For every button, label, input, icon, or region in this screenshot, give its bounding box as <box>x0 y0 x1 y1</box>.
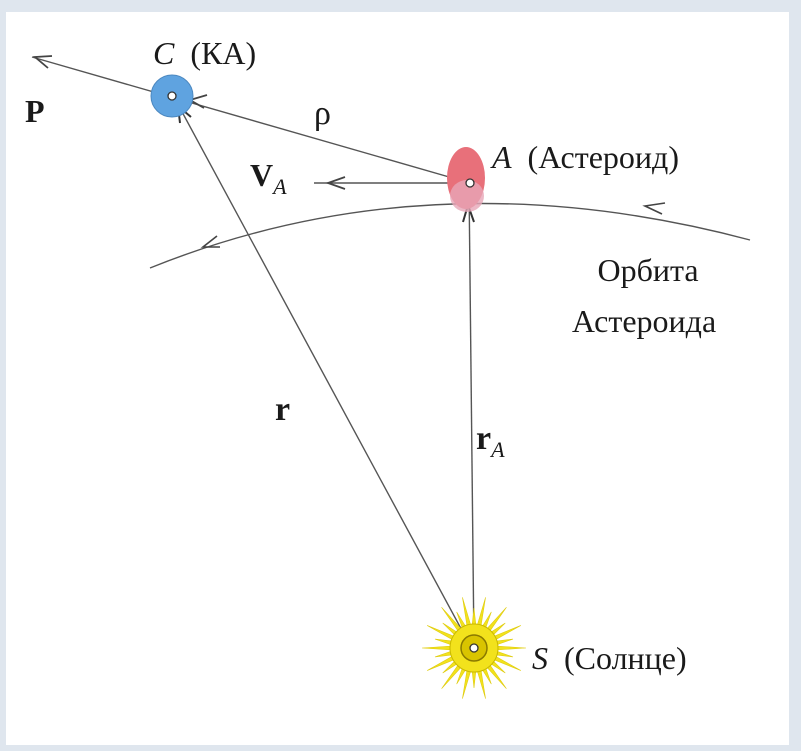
orbit-arrow-left <box>200 235 220 248</box>
sun-center <box>469 643 479 653</box>
r-label: r <box>275 391 290 428</box>
p-direction-line <box>31 56 471 184</box>
sun-ray <box>476 597 486 628</box>
p-arrowhead <box>32 55 53 69</box>
spacecraft-center <box>167 91 177 101</box>
sun-ray <box>462 597 472 628</box>
asteroid-shade <box>450 180 484 212</box>
velocity-arrowhead <box>325 176 346 190</box>
sun-ray <box>427 655 456 671</box>
orbit-arrow-right <box>642 202 666 215</box>
sun-ray <box>476 668 486 699</box>
sun-ray <box>485 607 507 633</box>
r-vector <box>173 96 473 650</box>
sun-ray <box>427 625 456 641</box>
diagram-panel <box>6 12 789 745</box>
asteroid-orbit <box>149 202 751 269</box>
orbit-label-line2: Астероида <box>572 303 716 339</box>
r-asteroid-label: rA <box>476 420 505 462</box>
sun-ray <box>471 669 477 689</box>
sun-ray <box>495 645 527 651</box>
r-asteroid-vector <box>468 183 475 650</box>
sun-ray <box>485 663 507 689</box>
velocity-label: VA <box>250 157 287 199</box>
sun-label: S (Солнце) <box>532 640 687 676</box>
asteroid-center <box>465 178 475 188</box>
orbit-label-line1: Орбита <box>597 252 698 288</box>
sun-ray <box>492 625 521 641</box>
sun-ray <box>421 645 453 651</box>
sun-ray <box>441 663 463 689</box>
sun-ray <box>492 655 521 671</box>
rho-label: ρ <box>314 95 331 132</box>
sun-ray <box>471 607 477 627</box>
spacecraft-label: C (КА) <box>153 35 256 71</box>
force-label: P <box>25 93 45 129</box>
sun-ray <box>462 668 472 699</box>
asteroid-label: A (Астероид) <box>490 139 679 175</box>
